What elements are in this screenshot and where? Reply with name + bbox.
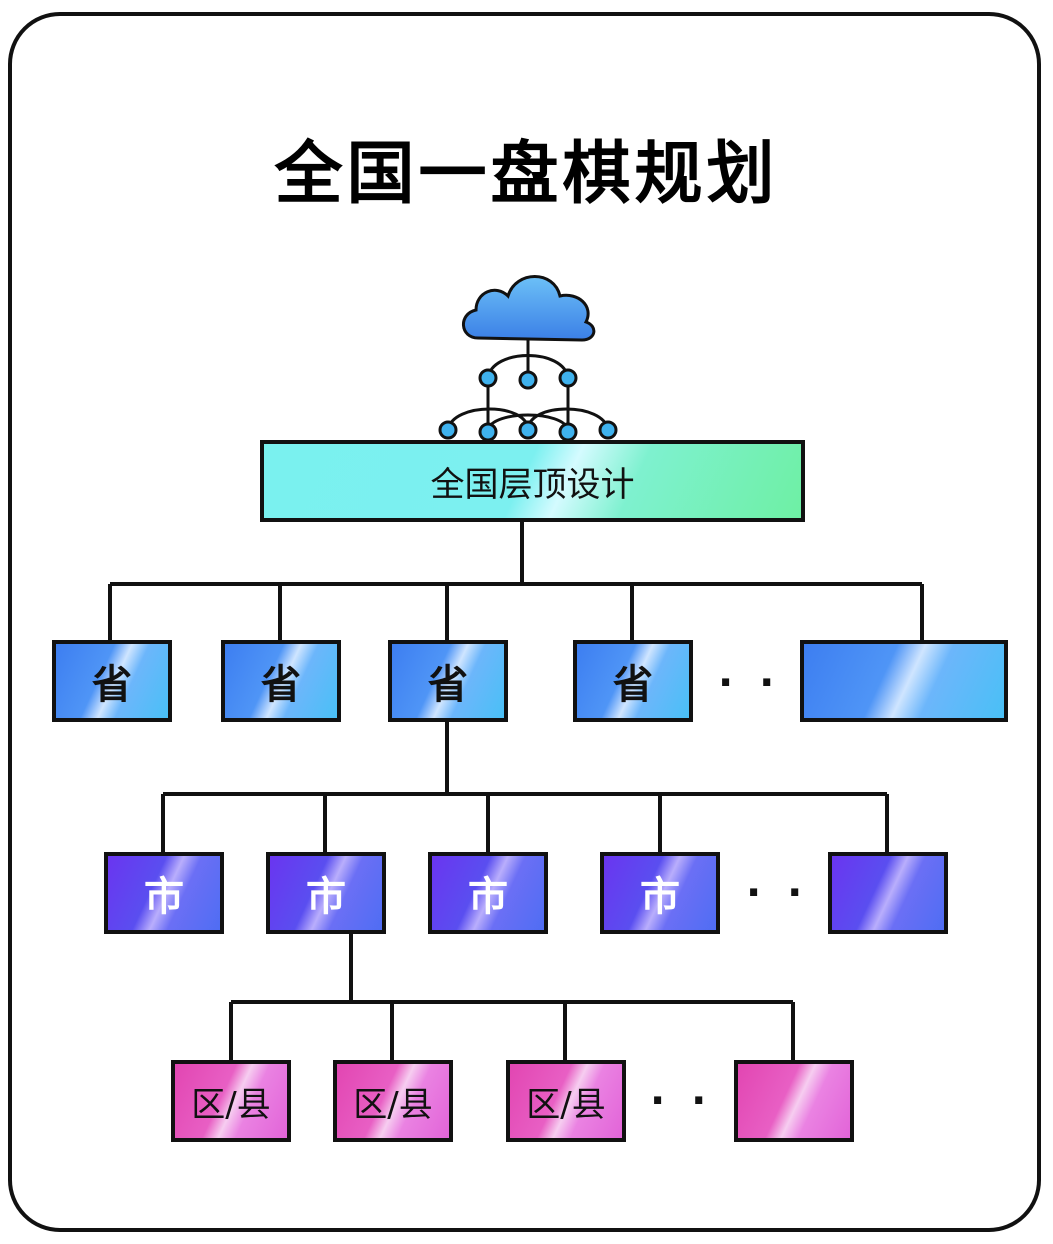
province-node-5 <box>800 640 1008 722</box>
card-frame <box>8 12 1041 1232</box>
page-title: 全国一盘棋规划 <box>274 135 779 214</box>
city-node-2: 市 <box>266 852 386 934</box>
province-ellipsis: · · · <box>718 660 822 706</box>
province-node-1: 省 <box>52 640 172 722</box>
province-node-3: 省 <box>388 640 508 722</box>
county-node-4 <box>734 1060 854 1142</box>
cloud-network-icon <box>438 275 618 442</box>
city-node-1: 市 <box>104 852 224 934</box>
county-node-2: 区/县 <box>333 1060 453 1142</box>
county-node-3: 区/县 <box>506 1060 626 1142</box>
city-ellipsis: · · · <box>746 870 850 916</box>
city-node-4: 市 <box>600 852 720 934</box>
county-ellipsis: · · · <box>650 1078 754 1124</box>
national-top-design-node: 全国层顶设计 <box>260 440 805 522</box>
city-node-5 <box>828 852 948 934</box>
province-node-4: 省 <box>573 640 693 722</box>
county-node-1: 区/县 <box>171 1060 291 1142</box>
city-node-3: 市 <box>428 852 548 934</box>
province-node-2: 省 <box>221 640 341 722</box>
